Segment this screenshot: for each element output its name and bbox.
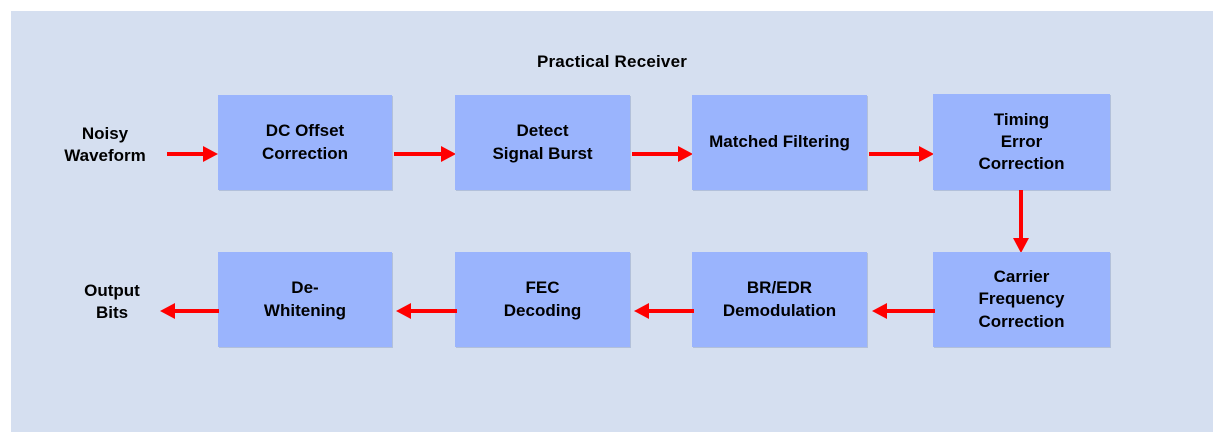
block-fec-decoding[interactable]: FEC Decoding [455,252,630,347]
arrow-de-whitening-to-output [155,300,219,322]
block-matched-filtering[interactable]: Matched Filtering [692,95,867,190]
block-timing-error-correction[interactable]: Timing Error Correction [933,94,1110,190]
arrow-brEdr-demodulation-to-fec-decoding [632,300,694,322]
arrow-fec-decoding-to-de-whitening [394,300,457,322]
arrow-detect-signal-burst-to-matched-filtering [632,143,694,165]
arrow-dc-offset-to-detect-signal-burst [394,143,457,165]
block-detect-signal-burst[interactable]: Detect Signal Burst [455,95,630,190]
output-label-output-bits: Output Bits [84,281,140,323]
diagram-panel: Practical Receiver Noisy Waveform DC Off… [11,11,1213,432]
diagram-title: Practical Receiver [536,52,688,71]
block-brEdr-demodulation[interactable]: BR/EDR Demodulation [692,252,867,347]
input-label-noisy-waveform: Noisy Waveform [64,124,146,166]
block-carrier-frequency-correction[interactable]: Carrier Frequency Correction [933,252,1110,347]
arrow-input-to-dc-offset [167,143,219,165]
block-de-whitening[interactable]: De- Whitening [218,252,392,347]
arrow-carrier-frequency-to-brEdr-demodulation [869,300,935,322]
block-dc-offset-correction[interactable]: DC Offset Correction [218,95,392,190]
arrow-timing-error-to-carrier-frequency [1010,190,1032,254]
arrow-matched-filtering-to-timing-error-correction [869,143,935,165]
